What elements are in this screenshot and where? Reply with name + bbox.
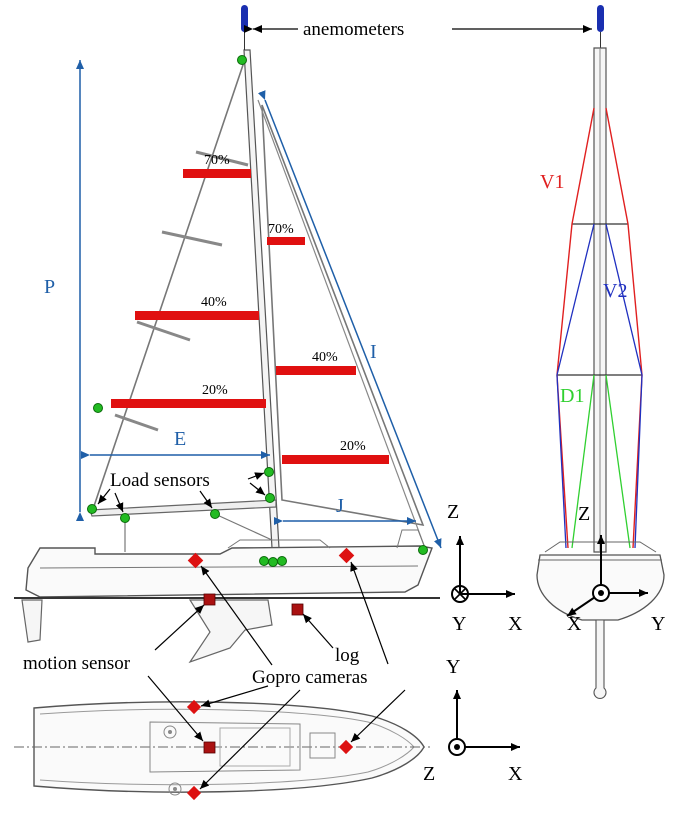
load-sensor-dots bbox=[87, 55, 428, 567]
main-band-20 bbox=[111, 399, 266, 408]
top-view: Y Z X bbox=[14, 656, 523, 801]
top-axis-z: Z bbox=[423, 763, 435, 785]
main-sail-bands bbox=[111, 169, 266, 408]
jib-40-label: 40% bbox=[312, 350, 338, 365]
gopro-cameras-label: Gopro cameras bbox=[252, 667, 368, 688]
dimension-e-label: E bbox=[174, 428, 186, 450]
main-band-40 bbox=[135, 311, 259, 320]
motion-sensor-side bbox=[203, 593, 216, 606]
front-axis-z: Z bbox=[578, 503, 590, 525]
main-70-label: 70% bbox=[204, 153, 230, 168]
rudder bbox=[21, 599, 43, 643]
shroud-d1-label: D1 bbox=[560, 385, 584, 407]
camera-top-starboard bbox=[186, 785, 202, 801]
main-40-label: 40% bbox=[201, 295, 227, 310]
main-band-70 bbox=[183, 169, 251, 178]
side-axis-z: Z bbox=[447, 501, 459, 523]
camera-top-port bbox=[186, 699, 202, 715]
anemometers-callout: anemometers bbox=[244, 19, 592, 40]
shroud-v1-right bbox=[605, 107, 643, 549]
anemometer-front-icon bbox=[597, 5, 604, 32]
top-axis-x: X bbox=[508, 763, 523, 785]
front-axis-x: X bbox=[567, 613, 582, 635]
shroud-v1-left bbox=[556, 107, 595, 549]
log-sensor bbox=[291, 603, 304, 616]
anemometer-side-icon bbox=[241, 5, 248, 32]
hull-side bbox=[25, 545, 433, 598]
camera-side-stern bbox=[187, 552, 204, 569]
jib-70-label: 70% bbox=[268, 222, 294, 237]
camera-top-bow bbox=[338, 739, 354, 755]
dimension-j-label: J bbox=[336, 495, 344, 517]
motion-sensor-top bbox=[203, 741, 216, 754]
shroud-v1-label: V1 bbox=[540, 171, 564, 193]
motion-sensor-label: motion sensor bbox=[23, 653, 131, 674]
load-sensors-label: Load sensors bbox=[110, 470, 210, 491]
log-label: log bbox=[335, 645, 360, 666]
side-view: 70% 40% 20% 70% 40% 20% P I E J bbox=[14, 5, 523, 664]
front-axis-y: Y bbox=[651, 613, 665, 635]
anemometers-label: anemometers bbox=[303, 19, 404, 40]
keel-front bbox=[593, 619, 607, 699]
shroud-v2-right bbox=[605, 223, 643, 549]
top-axis-y: Y bbox=[446, 656, 460, 678]
dimension-i-label: I bbox=[370, 341, 377, 363]
dimension-p-label: P bbox=[44, 276, 55, 298]
main-20-label: 20% bbox=[202, 383, 228, 398]
boom bbox=[89, 499, 277, 517]
shroud-d1-right bbox=[605, 374, 631, 549]
side-axis-y: Y bbox=[452, 613, 466, 635]
shroud-v2-label: V2 bbox=[603, 280, 627, 302]
jib-band-40 bbox=[276, 366, 356, 375]
keel bbox=[188, 599, 273, 664]
front-view: V1 V2 D1 Z X Y bbox=[536, 5, 665, 699]
side-axis-x: X bbox=[508, 613, 523, 635]
shroud-v2-left bbox=[556, 223, 595, 549]
jib-band-70 bbox=[267, 237, 305, 245]
shroud-d1-left bbox=[571, 374, 595, 549]
jib-band-20 bbox=[282, 455, 389, 464]
battens bbox=[114, 150, 249, 432]
callouts: motion sensor Gopro cameras log bbox=[23, 561, 406, 790]
dimension-i-arrow bbox=[257, 90, 442, 549]
jib-20-label: 20% bbox=[340, 439, 366, 454]
